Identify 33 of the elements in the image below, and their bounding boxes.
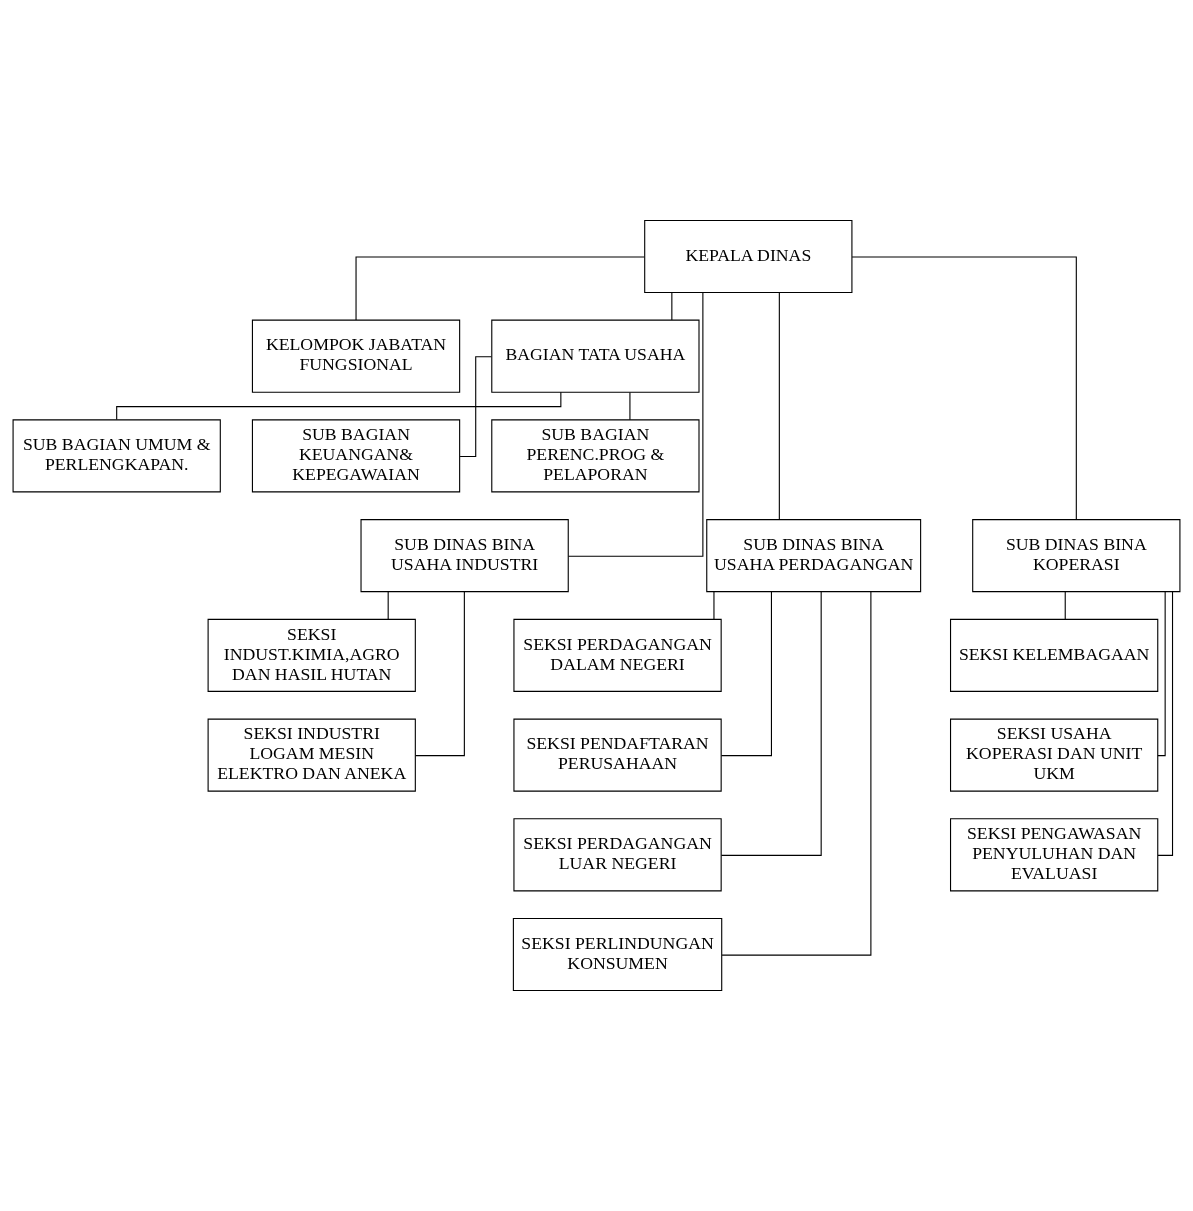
connector bbox=[1157, 591, 1166, 757]
node-box: KELOMPOK JABATAN FUNGSIONAL bbox=[251, 319, 461, 393]
node-box: SEKSI INDUSTRI LOGAM MESIN ELEKTRO DAN ANEKA bbox=[207, 718, 416, 792]
node-box: SEKSI INDUST.KIMIA,AGRO DAN HASIL HUTAN bbox=[207, 618, 416, 692]
node-box: BAGIAN TATA USAHA bbox=[491, 319, 700, 393]
node-box: SEKSI PERDAGANGAN DALAM NEGERI bbox=[513, 618, 722, 692]
connector bbox=[713, 591, 715, 620]
node-box: SUB BAGIAN UMUM & PERLENGKAPAN. bbox=[12, 419, 221, 493]
node-box: KEPALA DINAS bbox=[644, 219, 853, 293]
connector bbox=[720, 591, 772, 757]
connector bbox=[355, 256, 645, 321]
node-box: SEKSI PENDAFTARAN PERUSAHAAN bbox=[513, 718, 722, 792]
node-box: SEKSI USAHA KOPERASI DAN UNIT UKM bbox=[950, 718, 1159, 792]
node-box: SUB DINAS BINA USAHA INDUSTRI bbox=[360, 519, 569, 593]
connector bbox=[778, 292, 780, 520]
connector bbox=[415, 591, 465, 757]
connector bbox=[1064, 591, 1066, 620]
connector bbox=[720, 591, 822, 856]
connector bbox=[459, 356, 492, 457]
connector bbox=[671, 292, 673, 321]
node-box: SEKSI PERLINDUNGAN KONSUMEN bbox=[512, 918, 723, 992]
connector bbox=[851, 256, 1077, 521]
node-box: SUB BAGIAN KEUANGAN& KEPEGAWAIAN bbox=[251, 419, 461, 493]
node-box: SEKSI KELEMBAGAAN bbox=[950, 618, 1159, 692]
node-box: SUB DINAS BINA KOPERASI bbox=[972, 519, 1181, 593]
node-box: SUB BAGIAN PERENC.PROG & PELAPORAN bbox=[491, 419, 700, 493]
connector bbox=[567, 292, 704, 557]
connector bbox=[629, 391, 631, 421]
node-box: SEKSI PENGAWASAN PENYULUHAN DAN EVALUASI bbox=[950, 818, 1159, 892]
node-box: SUB DINAS BINA USAHA PERDAGANGAN bbox=[706, 519, 922, 593]
connector bbox=[387, 591, 389, 620]
node-box: SEKSI PERDAGANGAN LUAR NEGERI bbox=[513, 818, 722, 892]
connector bbox=[721, 591, 872, 956]
